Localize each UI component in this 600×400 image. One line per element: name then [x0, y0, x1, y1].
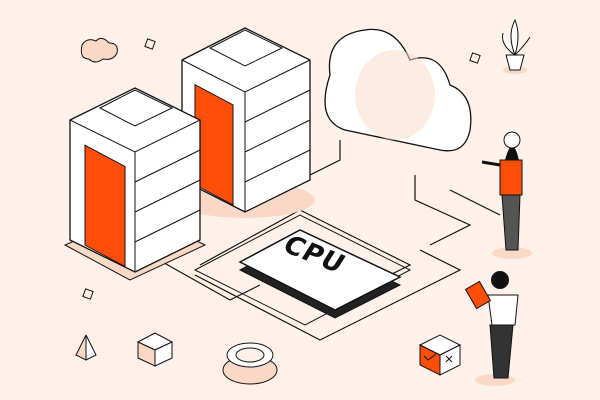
server-rack-right: [175, 27, 315, 218]
ring-icon: [222, 342, 278, 385]
small-cloud-icon: [80, 37, 118, 63]
tablet-icon: [464, 280, 492, 310]
server-rack-left: [63, 87, 207, 281]
pyramid-icon: [75, 334, 97, 361]
cube-icon: [136, 332, 174, 367]
cpu-chip: [193, 214, 412, 326]
cloud-icon: [324, 28, 472, 152]
plant-icon: [502, 18, 531, 74]
woman-figure: [481, 131, 532, 259]
man-figure: [464, 271, 519, 386]
checkbox-cube-icon: [418, 334, 462, 376]
